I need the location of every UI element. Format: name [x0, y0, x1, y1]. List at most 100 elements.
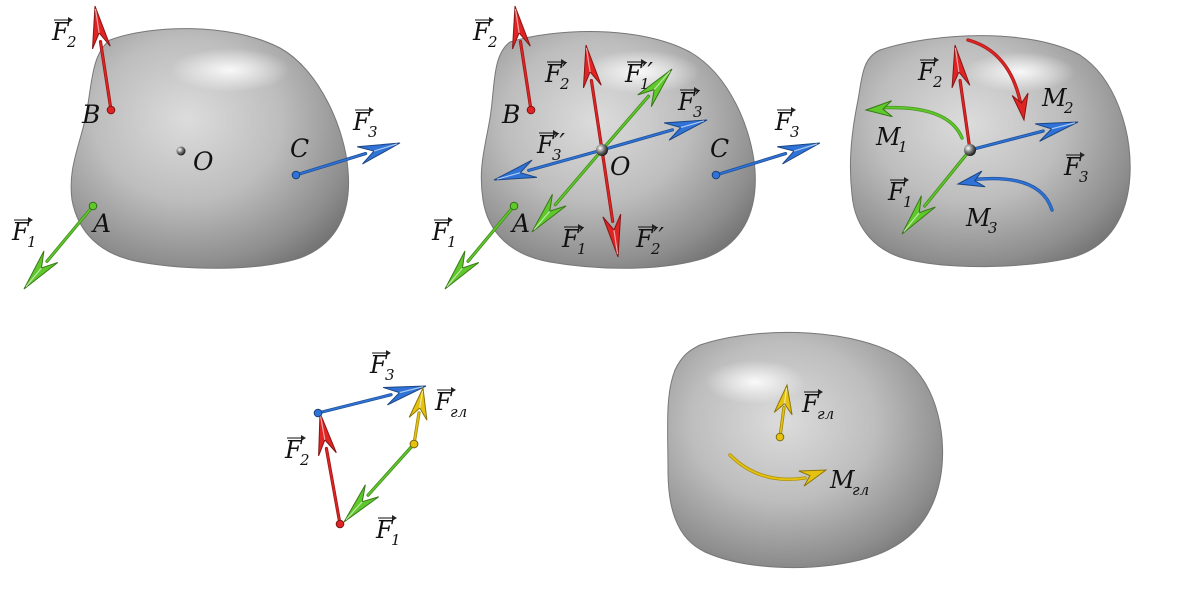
- label-m2: M 2: [1041, 84, 1074, 117]
- label-f2-prime: F 2 ′: [544, 58, 570, 93]
- label-f3: F 3: [352, 107, 378, 141]
- body-3-highlight: [965, 52, 1075, 92]
- svg-text:1: 1: [898, 138, 908, 156]
- svg-text:3: 3: [988, 219, 998, 237]
- arrow-f3-c: [291, 142, 401, 180]
- labels-body-2: B O C A F 2 F 2 ′ F 1 ′′ F 3 ′ F: [431, 17, 800, 258]
- arrow-f1-a: [23, 201, 98, 290]
- svg-text:1: 1: [903, 193, 913, 211]
- svg-text:′′: ′′: [653, 223, 664, 251]
- moment-m2: [966, 38, 1029, 122]
- point-label-a-2: A: [510, 209, 530, 238]
- svg-text:′: ′: [695, 86, 701, 114]
- svg-text:F: F: [774, 108, 793, 136]
- label-f2-3: F 2: [917, 57, 943, 91]
- label-f3-3: F 3: [1063, 152, 1089, 186]
- svg-text:F: F: [352, 108, 371, 136]
- label-mgl: M гл: [829, 466, 869, 499]
- arrow-f1-3: [901, 148, 972, 235]
- svg-text:2: 2: [487, 33, 498, 51]
- label-f2: F 2: [51, 17, 77, 51]
- point-o-dot: [176, 146, 186, 156]
- svg-text:2: 2: [932, 73, 943, 91]
- label-fgl-2: F гл: [801, 389, 834, 423]
- arrow-f2-3: [951, 44, 972, 152]
- label-f1: F 1: [11, 217, 37, 251]
- svg-text:гл: гл: [817, 405, 834, 423]
- label-m1: M 1: [875, 123, 908, 156]
- point-o-ball-3: [964, 144, 976, 156]
- svg-text:F: F: [51, 18, 70, 46]
- svg-text:F: F: [536, 131, 555, 159]
- label-f1-prime: F 1 ′: [561, 223, 587, 258]
- label-f3-2: F 3: [774, 107, 800, 141]
- force-arrows: [23, 5, 1079, 529]
- svg-text:F: F: [369, 351, 388, 379]
- labels-body-4: F гл M гл: [801, 389, 869, 499]
- label-f3-double-prime: F 3 ′′: [536, 129, 565, 164]
- svg-text:F: F: [624, 60, 643, 88]
- arrow-f3-poly: [313, 385, 427, 418]
- svg-text:F: F: [887, 178, 906, 206]
- point-o-ball: [596, 144, 608, 156]
- label-f2-double-prime: F 2 ′′: [635, 223, 664, 258]
- svg-text:2: 2: [66, 33, 77, 51]
- svg-text:F: F: [801, 390, 820, 418]
- svg-text:M: M: [1041, 84, 1068, 112]
- point-label-c-2: C: [710, 134, 729, 163]
- moment-mgl: [728, 453, 828, 487]
- arrow-f1-prime: [531, 148, 604, 233]
- svg-text:1: 1: [640, 75, 650, 93]
- point-label-c: C: [290, 134, 309, 163]
- svg-text:1: 1: [447, 233, 457, 251]
- point-label-b-2: B: [501, 100, 520, 129]
- svg-text:F: F: [917, 58, 936, 86]
- label-f1-2: F 1: [431, 217, 457, 251]
- arrow-f2-b-2: [511, 5, 536, 115]
- svg-text:M: M: [829, 466, 856, 494]
- label-f2-4: F 2: [284, 435, 310, 469]
- label-fgl: F гл: [434, 387, 467, 421]
- svg-text:гл: гл: [450, 403, 467, 421]
- label-f3-prime: F 3 ′: [677, 86, 703, 121]
- arrow-f1-poly: [343, 439, 419, 523]
- svg-text:′: ′: [562, 58, 568, 86]
- label-f1-4: F 1: [375, 515, 401, 549]
- svg-text:2: 2: [559, 75, 570, 93]
- svg-text:3: 3: [693, 103, 703, 121]
- body-3: [849, 35, 1131, 268]
- arrow-f3-prime: [600, 119, 708, 152]
- svg-text:F: F: [635, 225, 654, 253]
- svg-text:′′: ′′: [554, 129, 565, 157]
- svg-text:F: F: [472, 18, 491, 46]
- svg-text:F: F: [677, 88, 696, 116]
- svg-text:F: F: [434, 388, 453, 416]
- point-label-a: A: [91, 209, 111, 238]
- svg-text:F: F: [431, 218, 450, 246]
- svg-text:1: 1: [391, 531, 401, 549]
- arrow-f1-double-prime: [600, 68, 673, 152]
- svg-text:′′: ′′: [642, 58, 653, 86]
- svg-text:M: M: [875, 123, 902, 151]
- body-3-shape: [849, 35, 1131, 268]
- arrow-f3-c-2: [711, 142, 821, 180]
- label-f2-2: F 2: [472, 17, 498, 51]
- svg-text:2: 2: [650, 240, 661, 258]
- svg-text:F: F: [544, 60, 563, 88]
- moment-m3: [956, 170, 1054, 212]
- body-2-highlight: [580, 50, 700, 94]
- arrow-f2-b: [91, 5, 116, 115]
- svg-text:M: M: [965, 204, 992, 232]
- arrow-f3-3: [968, 121, 1079, 152]
- labels-body-3: F 2 M 2 M 1 F 3 F 1 M 3: [875, 57, 1089, 237]
- svg-text:3: 3: [368, 123, 378, 141]
- svg-text:F: F: [375, 516, 394, 544]
- svg-text:1: 1: [577, 240, 587, 258]
- arrow-fgl-poly: [408, 386, 428, 449]
- label-f1-double-prime: F 1 ′′: [624, 58, 653, 93]
- svg-text:F: F: [11, 218, 30, 246]
- label-f1-3: F 1: [887, 177, 913, 211]
- svg-text:′: ′: [579, 223, 585, 251]
- point-label-o-2: O: [610, 152, 631, 181]
